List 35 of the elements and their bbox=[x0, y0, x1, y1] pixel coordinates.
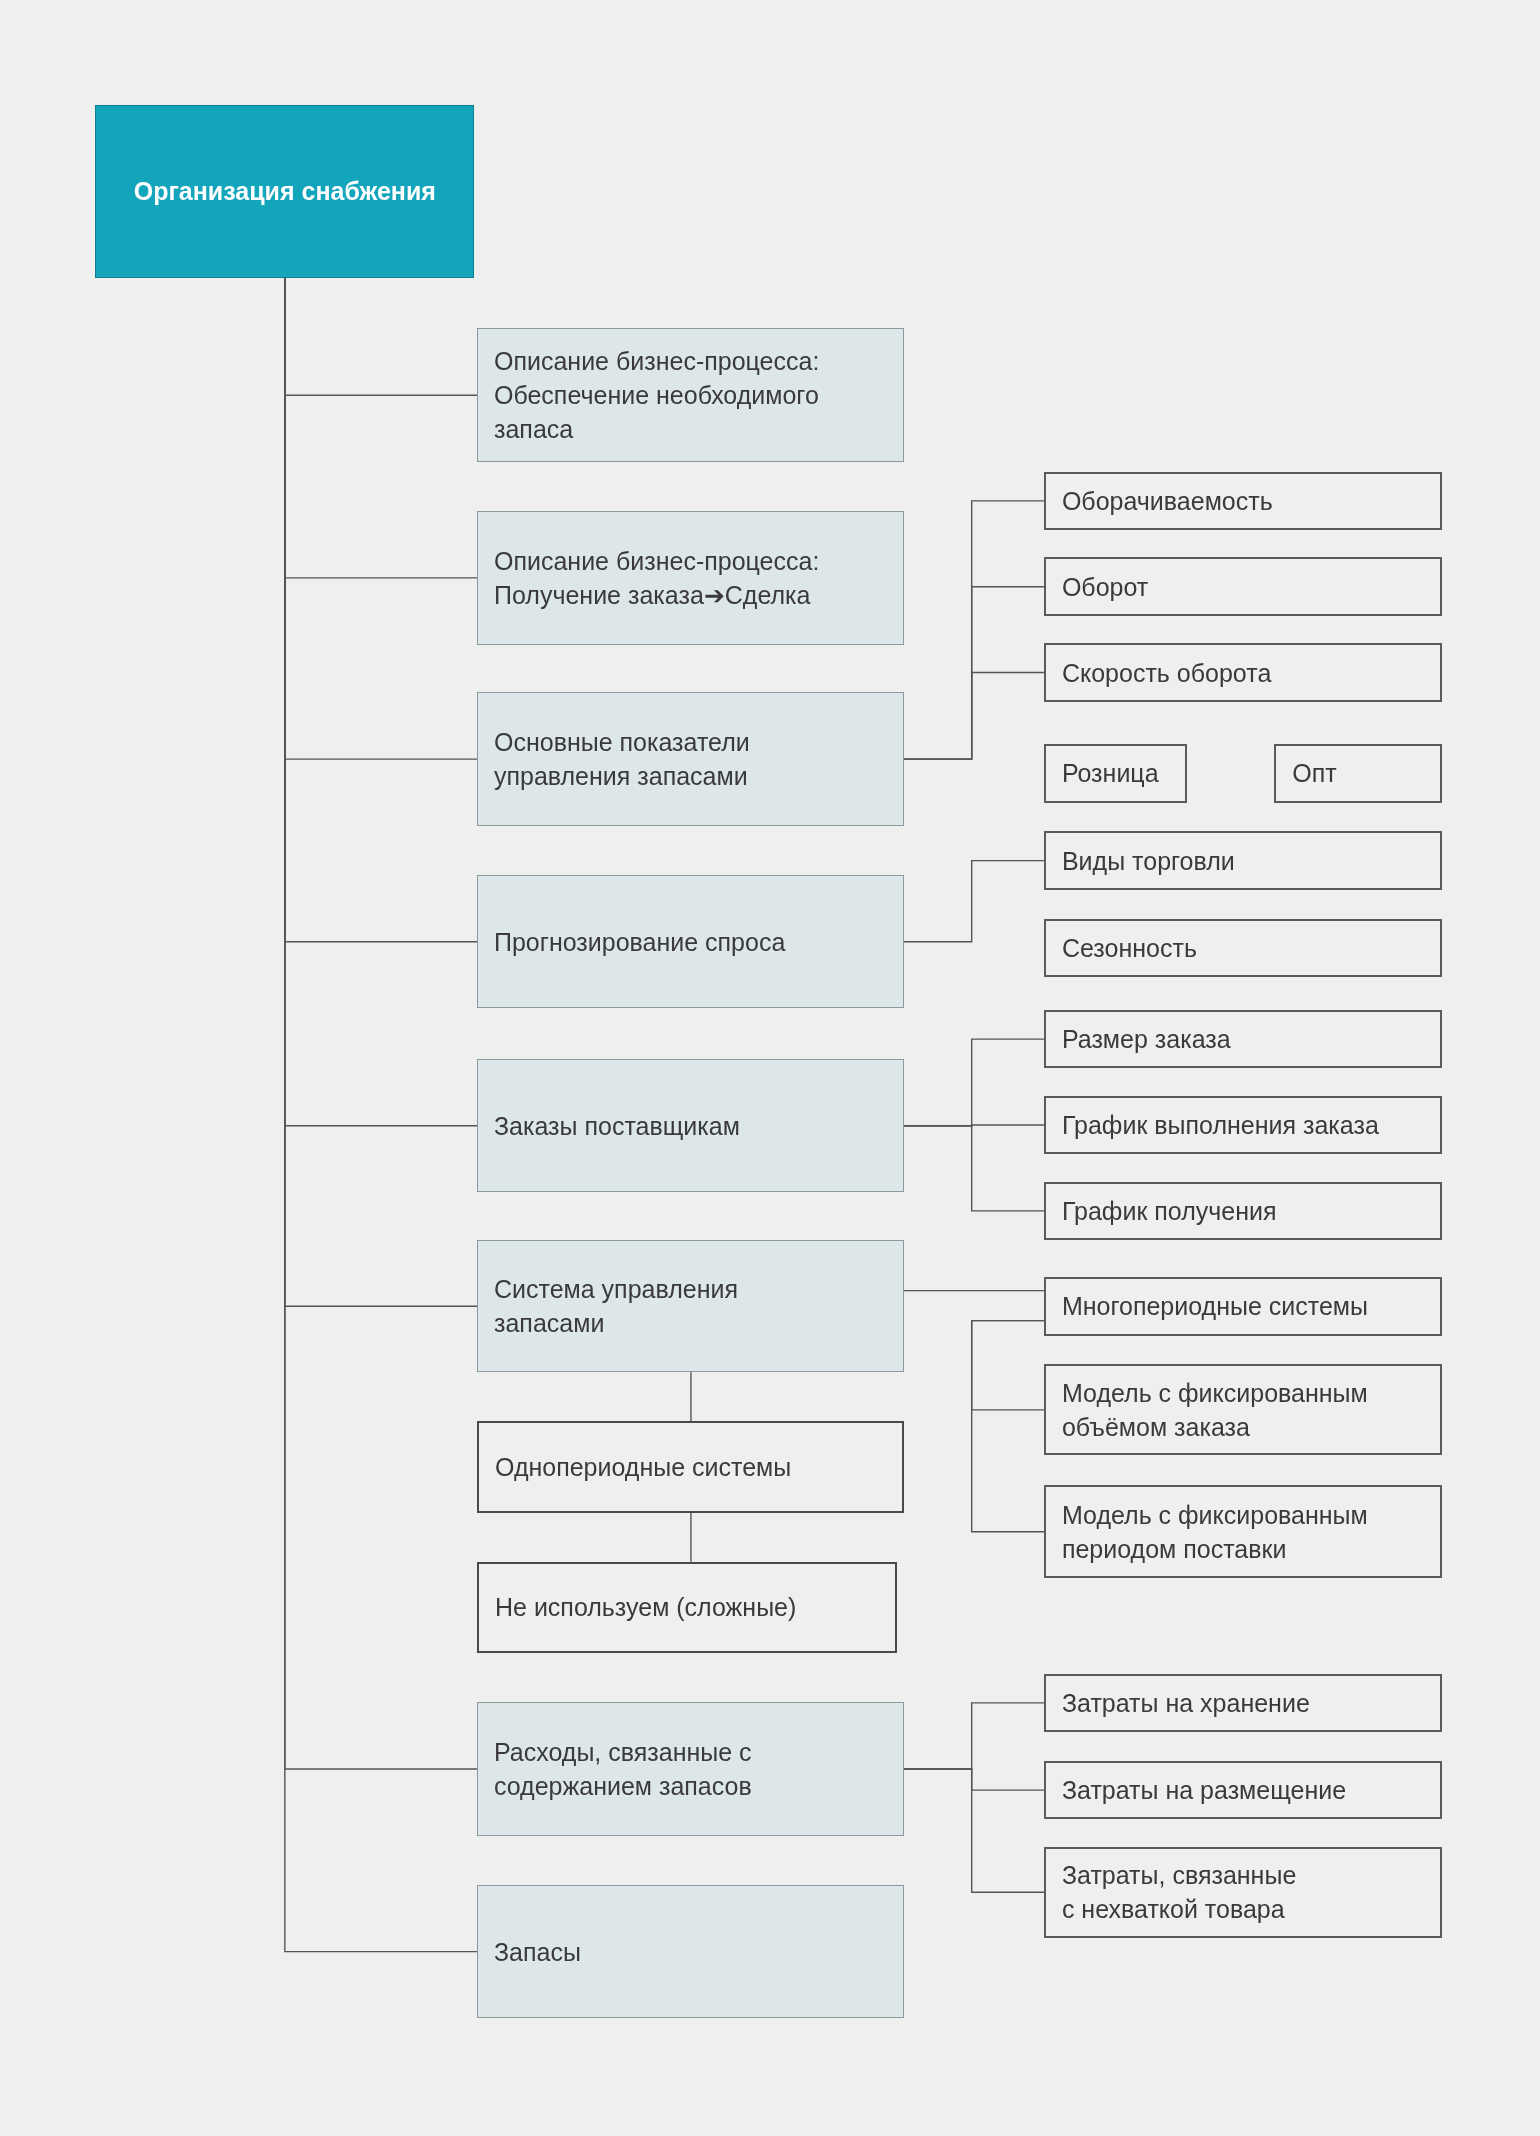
item-box: Модель с фиксированным периодом поставки bbox=[1043, 1485, 1442, 1579]
item-box: Оборачиваемость bbox=[1043, 471, 1442, 531]
item-box: График выполнения заказа bbox=[1043, 1095, 1442, 1155]
connector-line bbox=[902, 1768, 1045, 1893]
topic-box: Основные показатели управления запасами bbox=[477, 692, 904, 826]
item-box: Затраты, связанные с нехваткой товара bbox=[1043, 1846, 1442, 1938]
topic-box: Расходы, связанные с содержанием запасов bbox=[477, 1702, 904, 1836]
topic-box: Запасы bbox=[477, 1884, 904, 2019]
connector-line bbox=[690, 1512, 692, 1563]
topic-box: Описание бизнес-процесса: Получение заказа➔Сделка bbox=[477, 511, 904, 645]
item-box: Скорость оборота bbox=[1043, 643, 1442, 702]
item-box: Размер заказа bbox=[1043, 1009, 1442, 1069]
topic-box: Заказы поставщикам bbox=[477, 1058, 904, 1193]
connector-line bbox=[971, 1319, 1045, 1533]
item-box: Многопериодные системы bbox=[1043, 1276, 1442, 1336]
topic-box: Описание бизнес-процесса: Обеспечение необходимого запаса bbox=[477, 328, 904, 462]
connector-line bbox=[902, 859, 1045, 943]
connector-line bbox=[902, 1289, 1045, 1292]
topic-box: Система управления запасами bbox=[477, 1240, 904, 1373]
sub-box: Однопериодные системы bbox=[477, 1421, 904, 1513]
item-box: Опт bbox=[1274, 744, 1442, 803]
connector-line bbox=[902, 1125, 1045, 1212]
item-box: Розница bbox=[1043, 744, 1187, 803]
item-box: Затраты на размещение bbox=[1043, 1760, 1442, 1820]
item-box: График получения bbox=[1043, 1181, 1442, 1241]
sub-box: Не используем (сложные) bbox=[477, 1561, 897, 1654]
item-box: Виды торговли bbox=[1043, 831, 1442, 890]
connector-line bbox=[690, 1371, 692, 1423]
topic-box: Прогнозирование спроса bbox=[477, 874, 904, 1009]
connector-line bbox=[902, 671, 1045, 760]
item-box: Сезонность bbox=[1043, 918, 1442, 978]
item-box: Оборот bbox=[1043, 557, 1442, 616]
item-box: Модель с фиксированным объёмом заказа bbox=[1043, 1364, 1442, 1456]
root-box: Организация снабжения bbox=[95, 104, 475, 278]
item-box: Затраты на хранение bbox=[1043, 1673, 1442, 1733]
